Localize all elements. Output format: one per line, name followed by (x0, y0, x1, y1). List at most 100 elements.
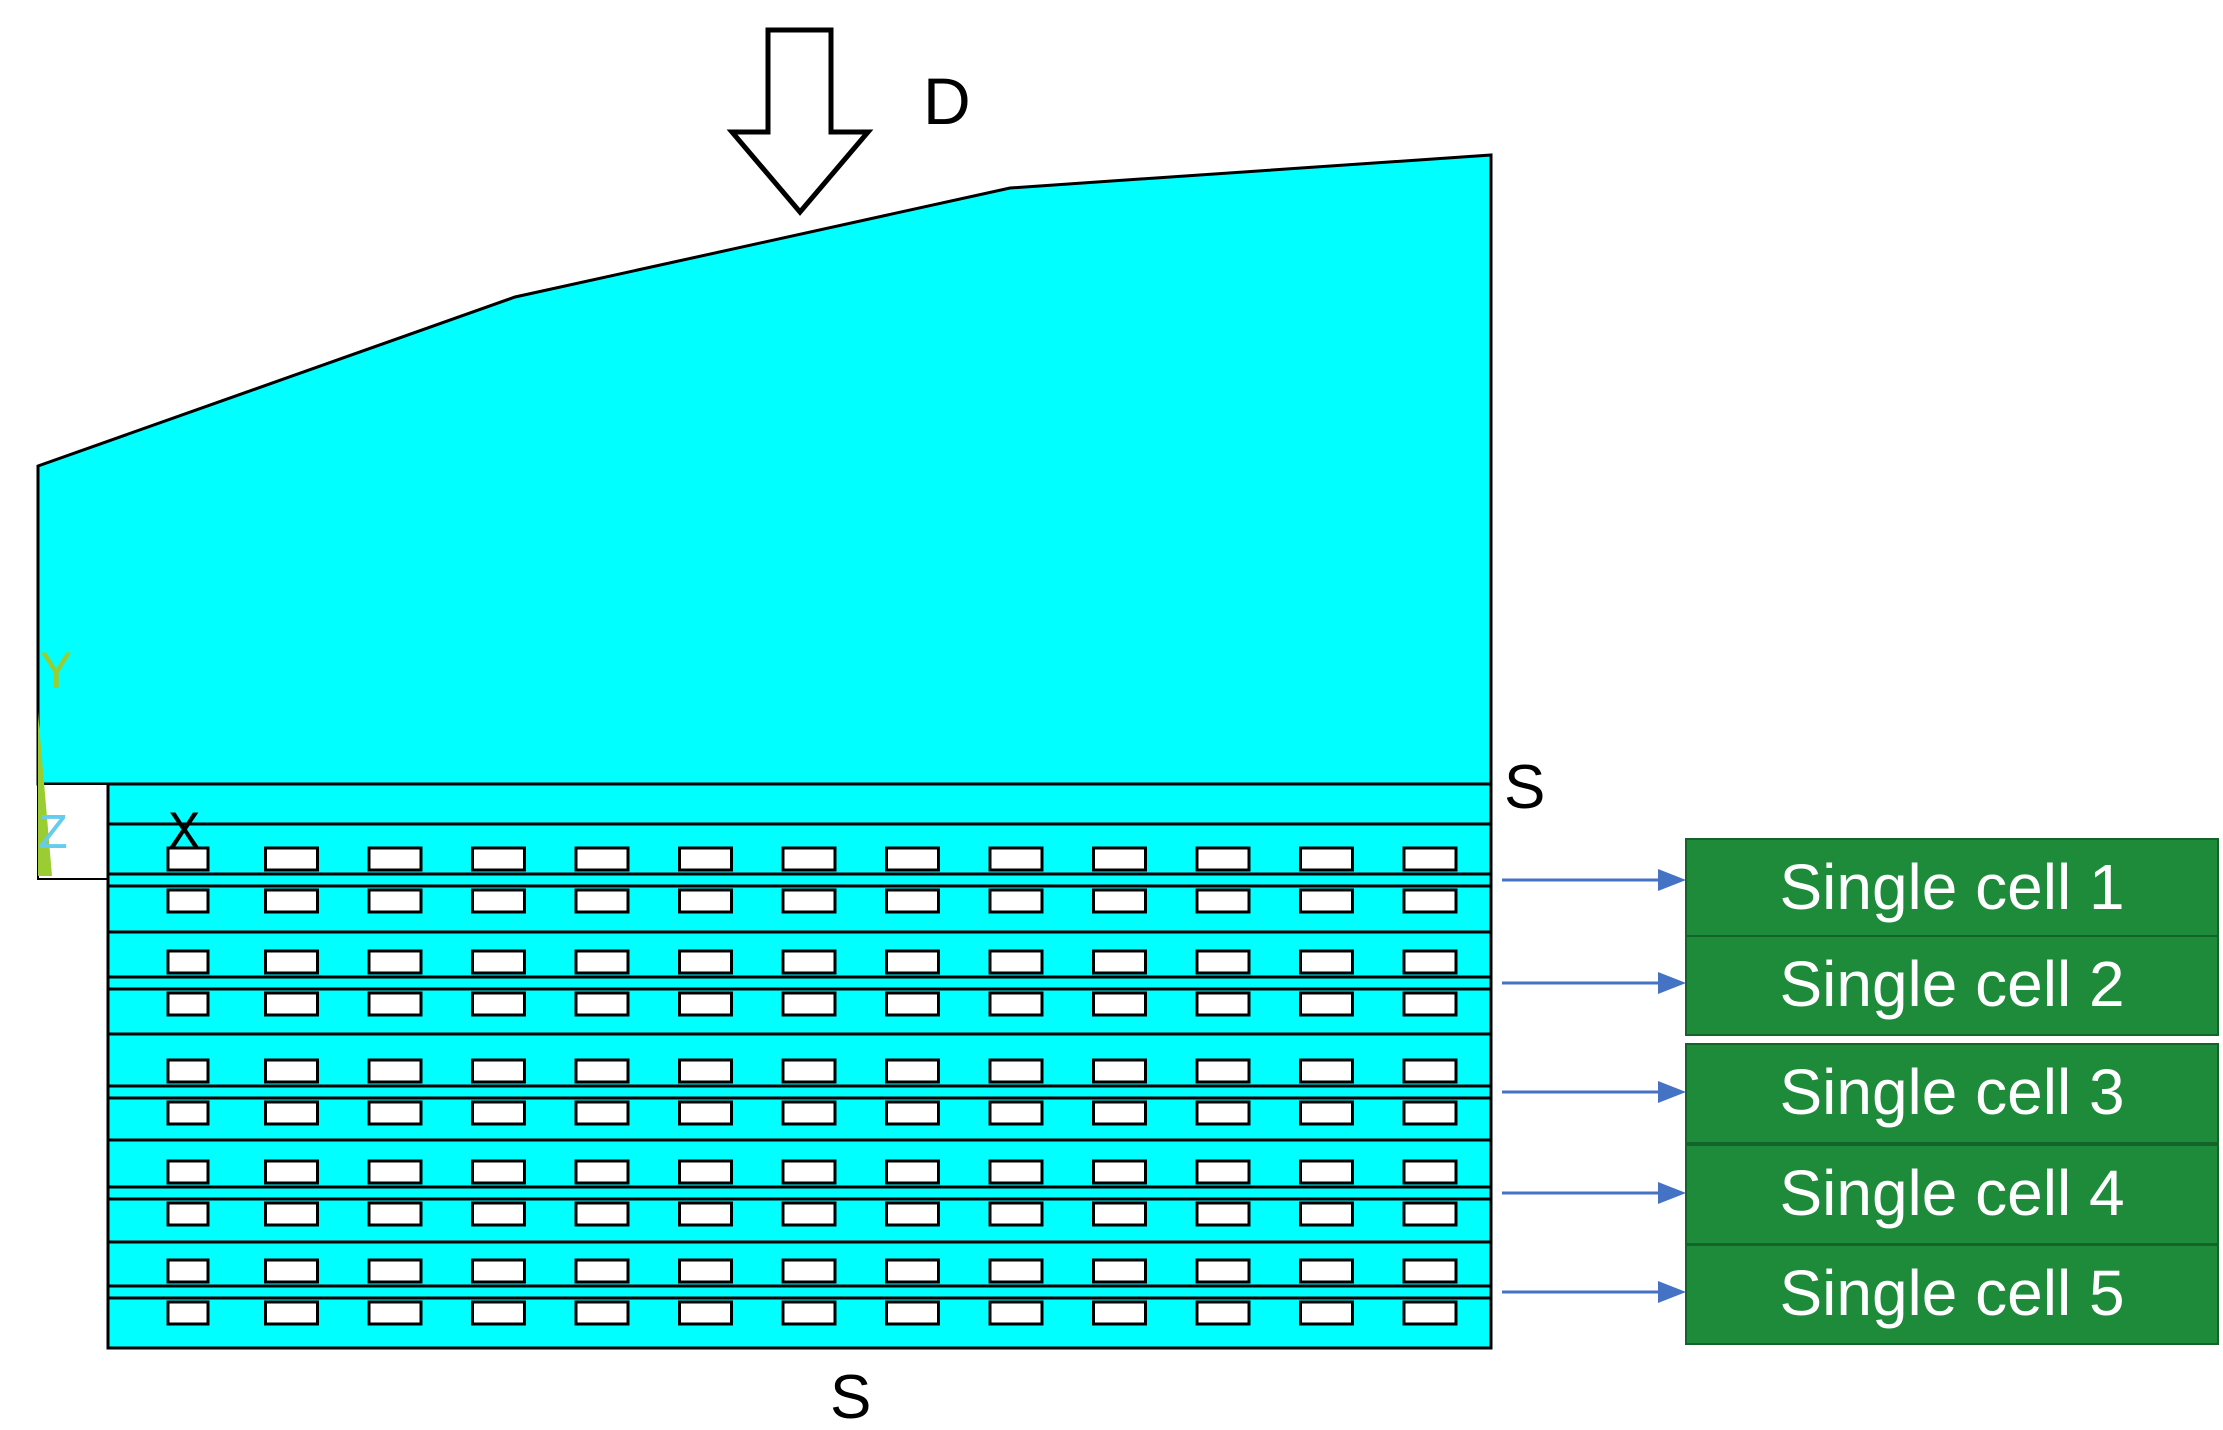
flow-channel (264, 1058, 319, 1084)
flow-channel (166, 1201, 210, 1227)
flow-channel (367, 1201, 423, 1227)
flow-channel (264, 1258, 319, 1284)
flow-channel (678, 1159, 733, 1185)
flow-channel (166, 949, 210, 975)
flow-channel (1299, 846, 1354, 872)
flow-channel (1092, 888, 1147, 914)
flow-channel (988, 1159, 1044, 1185)
flow-channel (1402, 1300, 1458, 1326)
flow-channel (988, 1058, 1044, 1084)
axis-y-label: Y (40, 644, 72, 705)
flow-channel (264, 991, 319, 1017)
flow-channel (367, 991, 423, 1017)
flow-channels (166, 846, 1458, 1326)
flow-channel (1299, 1159, 1354, 1185)
flow-channel (1092, 991, 1147, 1017)
load-label: D (923, 64, 971, 138)
arrow-head-icon (1658, 972, 1686, 994)
flow-channel (471, 1159, 526, 1185)
cell-label-box (1685, 935, 2219, 1036)
flow-channel (885, 991, 940, 1017)
flow-channel (781, 1258, 837, 1284)
cell-callout-3: Single cell 3 (1502, 1043, 2219, 1144)
flow-channel (367, 1300, 423, 1326)
axis-z-label: Z (38, 807, 68, 864)
flow-channel (1092, 1300, 1147, 1326)
flow-channel (1402, 949, 1458, 975)
flow-channel (1092, 1258, 1147, 1284)
flow-channel (678, 1201, 733, 1227)
flow-channel (988, 846, 1044, 872)
flow-channel (678, 1258, 733, 1284)
flow-channel (1092, 1159, 1147, 1185)
flow-channel (1402, 1100, 1458, 1126)
load-arrow-icon (726, 27, 874, 216)
arrow-head-icon (1658, 1182, 1686, 1204)
flow-channel (1195, 1159, 1251, 1185)
flow-channel (1402, 1058, 1458, 1084)
flow-channel (264, 949, 319, 975)
axis-triad-wedge (38, 712, 52, 876)
flow-channel (1195, 1100, 1251, 1126)
flow-channel (1092, 846, 1147, 872)
cell-callout-5: Single cell 5 (1502, 1244, 2219, 1345)
flow-channel (574, 1159, 630, 1185)
flow-channel (1195, 1058, 1251, 1084)
cell-label-5: Single cell 5 (1779, 1257, 2124, 1329)
flow-channel (1195, 1201, 1251, 1227)
flow-channel (1402, 846, 1458, 872)
axis-x-label: X (168, 804, 200, 865)
flow-channel (1092, 1100, 1147, 1126)
cell-callout-4: Single cell 4 (1502, 1144, 2219, 1245)
flow-channel (885, 1058, 940, 1084)
flow-channel (574, 949, 630, 975)
flow-channel (471, 991, 526, 1017)
cell-label-1: Single cell 1 (1779, 851, 2124, 923)
flow-channel (1195, 1300, 1251, 1326)
flow-channel (781, 888, 837, 914)
flow-channel (1092, 1058, 1147, 1084)
flow-channel (166, 1159, 210, 1185)
flow-channel (885, 1159, 940, 1185)
flow-channel (574, 1100, 630, 1126)
flow-channel (988, 1100, 1044, 1126)
cell-callout-1: Single cell 1 (1502, 838, 2219, 939)
flow-channel (885, 949, 940, 975)
flow-channel (678, 1300, 733, 1326)
flow-channel (988, 991, 1044, 1017)
arrow-head-icon (1658, 869, 1686, 891)
flow-channel (988, 949, 1044, 975)
cell-label-4: Single cell 4 (1779, 1157, 2124, 1229)
flow-channel (574, 1201, 630, 1227)
arrow-head-icon (1658, 1081, 1686, 1103)
flow-channel (367, 1258, 423, 1284)
flow-channel (166, 1258, 210, 1284)
flow-channel (264, 888, 319, 914)
flow-channel (678, 1100, 733, 1126)
flow-channel (1402, 888, 1458, 914)
flow-channel (264, 1300, 319, 1326)
flow-channel (1299, 1201, 1354, 1227)
flow-channel (1299, 1058, 1354, 1084)
axis-triad: Y Z X (36, 640, 200, 876)
flow-channel (1299, 1258, 1354, 1284)
flow-channel (1195, 949, 1251, 975)
flow-channel (264, 1159, 319, 1185)
flow-channel (471, 1201, 526, 1227)
flow-channel (1402, 991, 1458, 1017)
flow-channel (471, 1100, 526, 1126)
flow-channel (885, 888, 940, 914)
flow-channel (367, 888, 423, 914)
flow-channel (678, 888, 733, 914)
flow-channel (678, 1058, 733, 1084)
flow-channel (885, 846, 940, 872)
flow-channel (1299, 1300, 1354, 1326)
flow-channel (781, 949, 837, 975)
end-plate-body (36, 153, 1493, 786)
flow-channel (367, 1058, 423, 1084)
flow-channel (264, 1201, 319, 1227)
flow-channel (781, 1159, 837, 1185)
flow-channel (367, 1100, 423, 1126)
